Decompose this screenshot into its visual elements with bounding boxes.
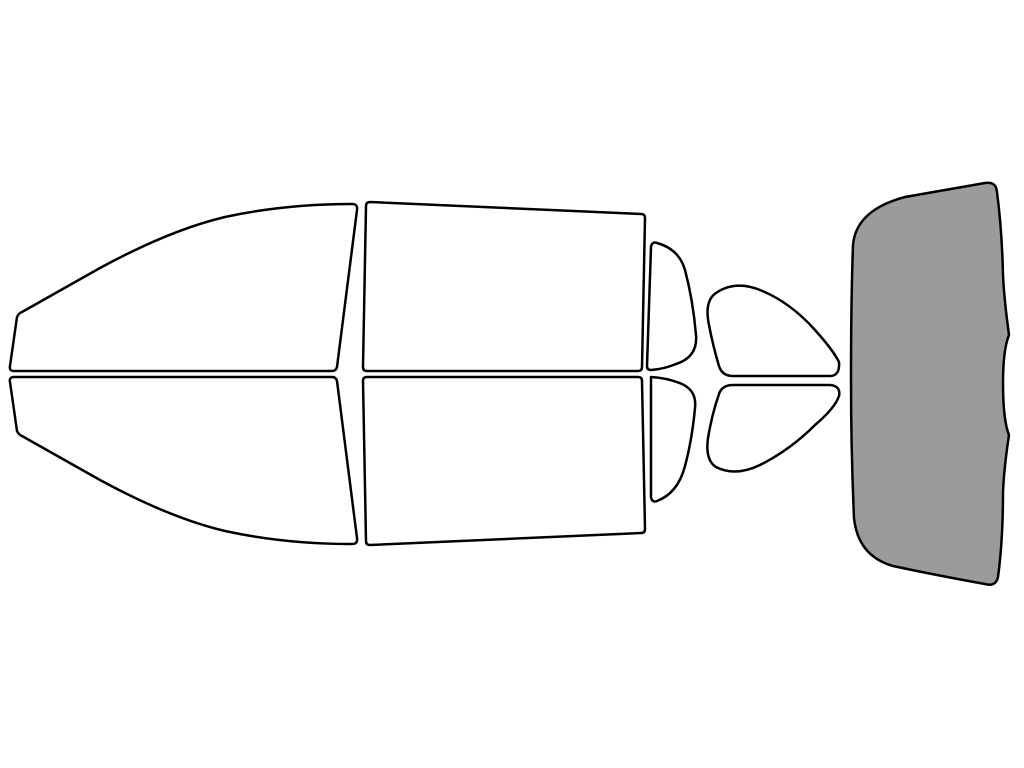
quarter-window-upper[interactable] [706,284,841,378]
rear-windshield[interactable] [849,181,1011,586]
front-left-door-window-lower[interactable] [8,375,359,546]
front-left-door-window-upper[interactable] [8,202,359,373]
quarter-window-lower[interactable] [706,383,841,473]
rear-vent-window-upper[interactable] [645,241,698,372]
rear-door-window-upper[interactable] [361,200,647,373]
rear-vent-window-lower[interactable] [649,375,697,503]
rear-door-window-lower[interactable] [361,375,647,547]
